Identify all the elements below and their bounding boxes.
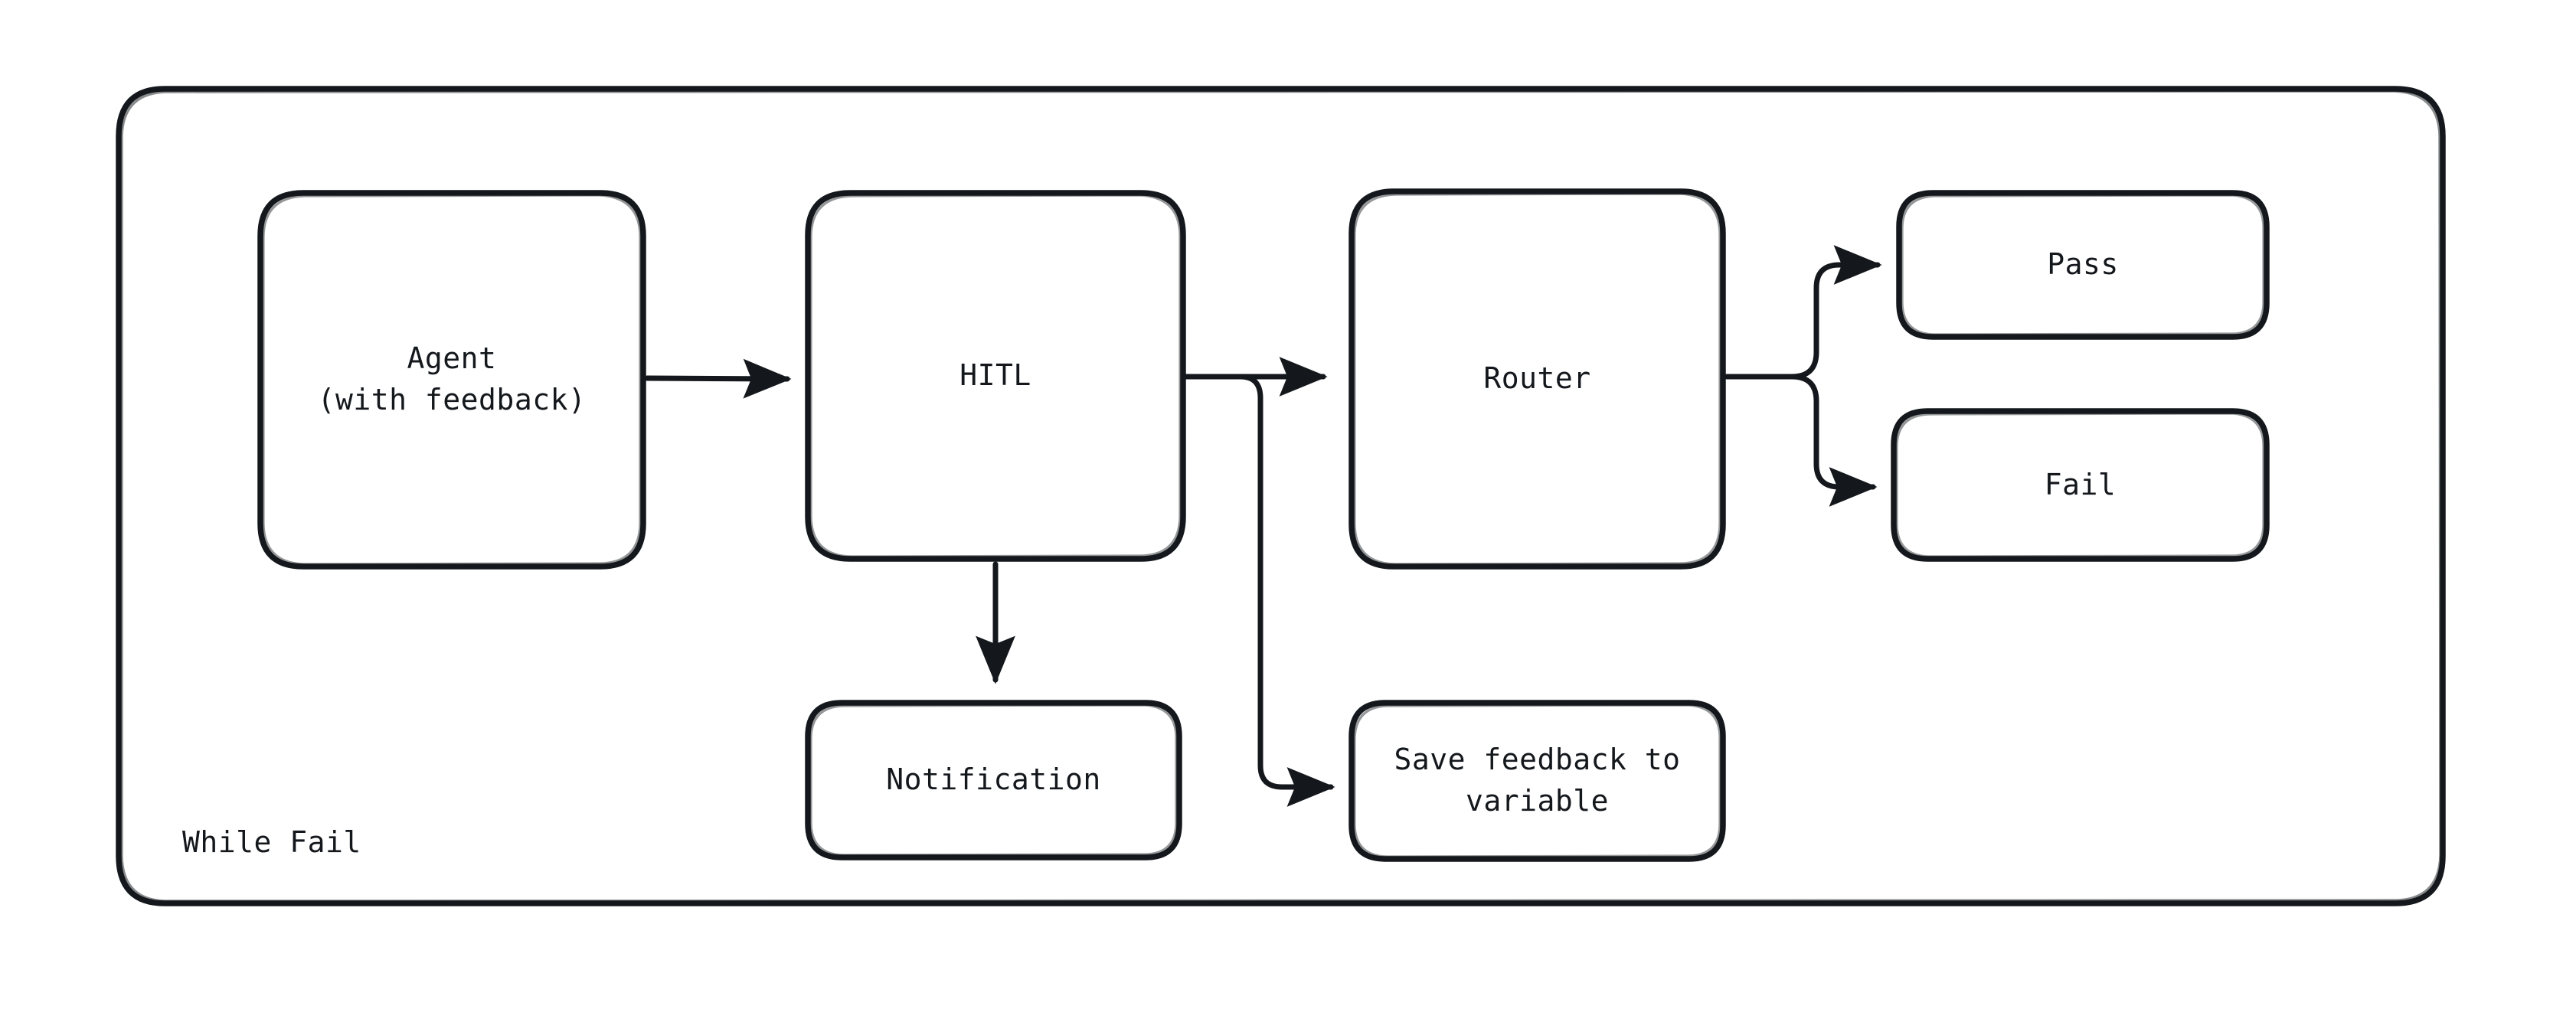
- node-save-feedback-to-variable[interactable]: Save feedback to variable: [1352, 703, 1723, 859]
- node-hitl-label: HITL: [959, 358, 1031, 393]
- node-agent-label: Agent (with feedback): [317, 341, 587, 416]
- node-fail[interactable]: Fail: [1894, 411, 2267, 559]
- node-router-label: Router: [1483, 361, 1591, 396]
- edge-router-fail: [1789, 374, 1878, 507]
- node-agent[interactable]: Agent (with feedback): [260, 193, 643, 567]
- node-save-feedback-label: Save feedback to variable: [1394, 743, 1681, 818]
- node-notification[interactable]: Notification: [808, 703, 1179, 857]
- edge-hitl-savefeedback: [1184, 374, 1335, 807]
- node-fail-label: Fail: [2044, 467, 2117, 501]
- node-router[interactable]: Router: [1352, 191, 1723, 567]
- node-notification-label: Notification: [886, 762, 1101, 797]
- node-pass-label: Pass: [2047, 247, 2119, 282]
- group-label: While Fail: [182, 825, 361, 859]
- node-pass[interactable]: Pass: [1899, 193, 2267, 337]
- edge-agent-hitl: [644, 358, 792, 399]
- node-hitl[interactable]: HITL: [808, 193, 1183, 559]
- edge-router-pass: [1789, 245, 1882, 380]
